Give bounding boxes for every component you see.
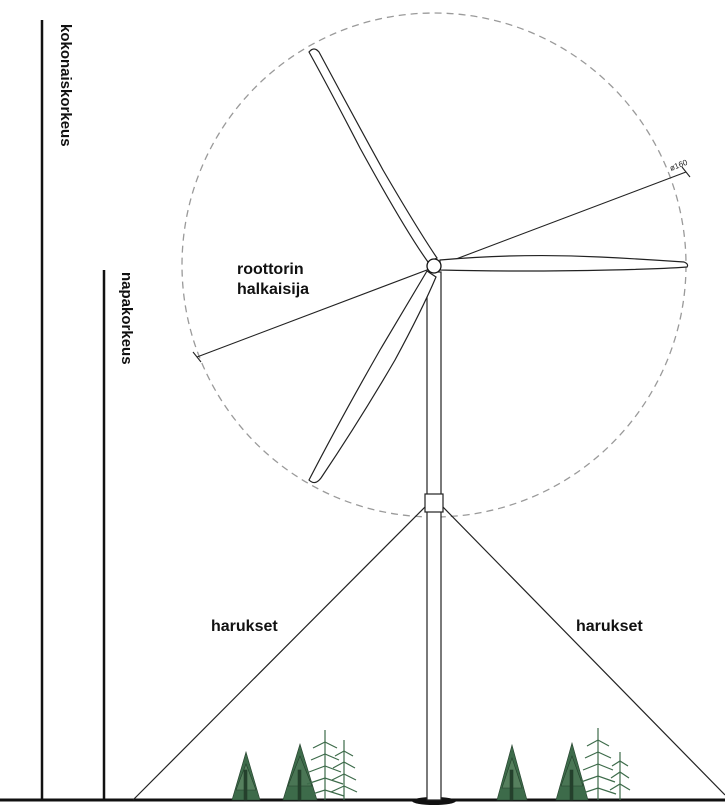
- blade-right: [439, 254, 689, 272]
- tree: [231, 750, 261, 801]
- blade-upper: [308, 48, 438, 263]
- tree: [496, 743, 528, 801]
- tower: [424, 271, 444, 801]
- ground: [0, 797, 725, 805]
- trees-left: [231, 730, 358, 801]
- tree: [555, 741, 589, 801]
- rotor-diameter-label-line2: halkaisija: [237, 281, 310, 298]
- rotor-blades: [308, 48, 689, 484]
- rotor-diameter-label-line1: roottorin: [237, 261, 304, 278]
- guy-wires-label-right: harukset: [576, 618, 643, 635]
- tree: [305, 730, 345, 800]
- hub-height-label: napakorkeus: [118, 272, 135, 365]
- blade-lower: [308, 270, 437, 484]
- total-height-label: kokonaiskorkeus: [57, 24, 74, 147]
- tree: [282, 742, 318, 801]
- guy-wires-label-left: harukset: [211, 618, 278, 635]
- diameter-tag: ø160: [668, 158, 689, 173]
- tree: [579, 728, 617, 800]
- guy-wires: [132, 504, 725, 801]
- tree: [609, 752, 631, 800]
- rotor-diameter-label: roottorin halkaisija: [237, 260, 309, 300]
- hub: [426, 258, 442, 274]
- tree: [330, 740, 358, 800]
- trees-right: [496, 728, 631, 801]
